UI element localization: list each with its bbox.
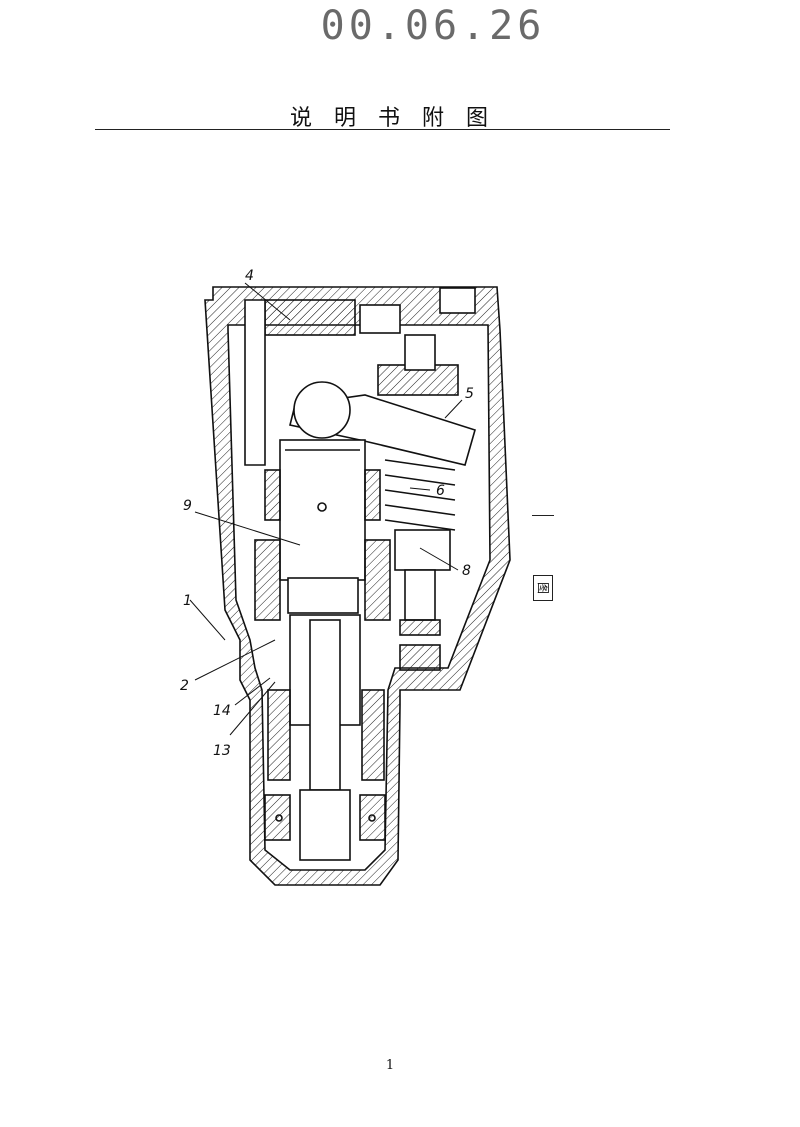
document-code-stamp: 00.06.26 <box>320 3 546 49</box>
page-title: 说明书附图 <box>289 106 510 131</box>
part-6-spring <box>384 459 456 531</box>
part-label-14: 14 <box>213 703 231 719</box>
part-label-13: 13 <box>213 743 231 759</box>
page-number: 1 <box>385 1058 395 1073</box>
part-label-6: 6 <box>436 483 445 499</box>
part-label-8: 8 <box>462 563 471 579</box>
part-label-4: 4 <box>245 268 254 284</box>
figure-char: 图 <box>533 575 553 601</box>
part-label-9: 9 <box>183 498 192 514</box>
figure-number: 1 <box>532 515 554 516</box>
figure-label: 1 图 <box>527 508 557 608</box>
part-4 <box>264 299 356 336</box>
part-label-2: 2 <box>180 678 189 694</box>
part-label-1: 1 <box>183 593 192 609</box>
part-label-5: 5 <box>465 386 474 402</box>
title-divider <box>95 129 670 130</box>
part-9-cylinder <box>279 439 366 581</box>
